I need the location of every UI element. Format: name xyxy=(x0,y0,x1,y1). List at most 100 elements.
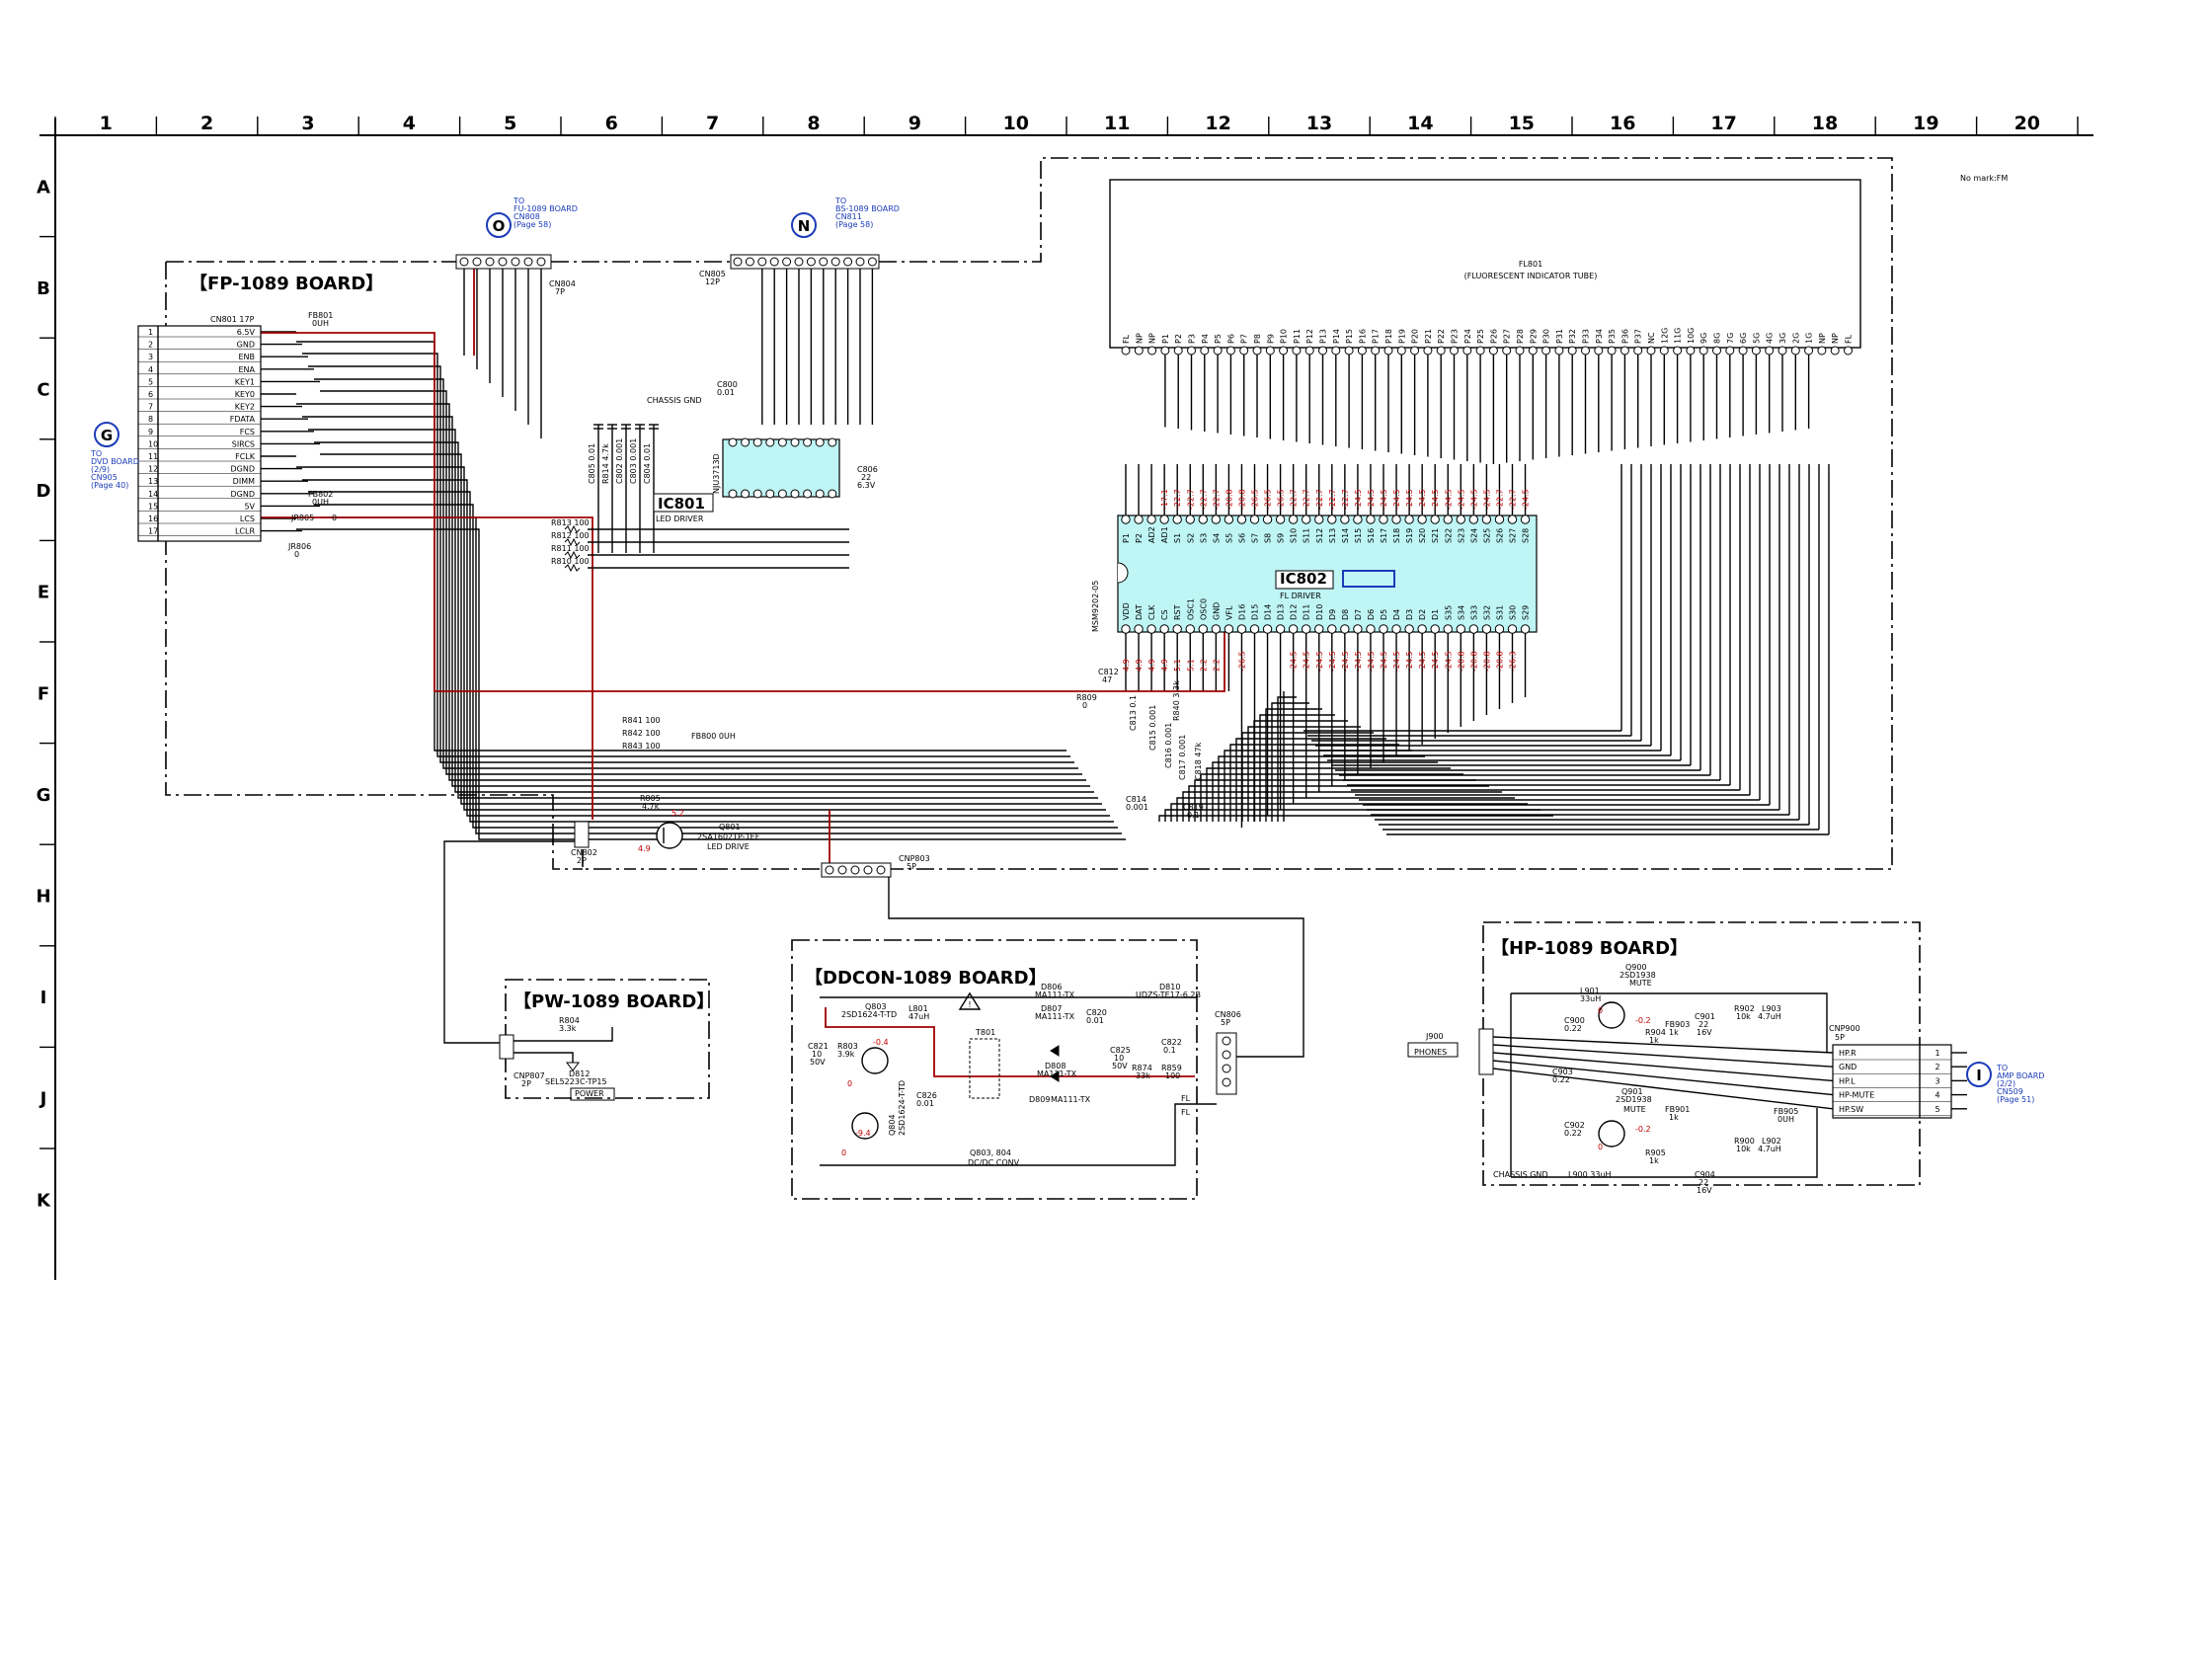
fl801-pin xyxy=(1134,346,1144,356)
fl801-pin xyxy=(1436,346,1446,356)
ic802-top-pin xyxy=(1249,515,1260,524)
ic802-top-voltage: -22.7 xyxy=(1173,489,1182,510)
fl801-pin-name: P9 xyxy=(1266,334,1275,344)
c820-label: C820 xyxy=(1086,1008,1107,1017)
ic802-top-voltage: -22.7 xyxy=(1290,489,1299,510)
ic801-chip xyxy=(722,438,840,498)
ic802-top-voltage: -24.5 xyxy=(1380,489,1388,510)
fl801-pin-name: NP xyxy=(1831,333,1840,344)
fl801-pin-name: P1 xyxy=(1161,334,1170,344)
fl801-pin-name: 6G xyxy=(1739,333,1748,344)
r859-value: 100 xyxy=(1165,1071,1180,1080)
ic802-top-voltage: -26.5 xyxy=(1277,489,1286,510)
ic802-bottom-pin xyxy=(1494,624,1505,634)
c822-value: 0.1 xyxy=(1163,1046,1176,1055)
d807-part: MA111-TX xyxy=(1035,1012,1075,1021)
grid-column-label: 2 xyxy=(200,113,213,134)
d812-part: SEL5223C-TP15 xyxy=(545,1077,607,1086)
cn805-pins: 12P xyxy=(705,277,720,286)
q801-transistor xyxy=(656,822,683,849)
ic802-top-voltage: -17.1 xyxy=(1160,489,1169,510)
ic802-top-voltage: -24.5 xyxy=(1354,489,1363,510)
fl801-pin-name: P21 xyxy=(1424,329,1433,344)
ic802-bottom-pin-name: RST xyxy=(1173,604,1182,620)
ic802-top-pin xyxy=(1146,515,1156,524)
c825-label: C825 xyxy=(1110,1046,1131,1055)
supply-trace xyxy=(261,332,1225,692)
ic802-top-voltage: -24.5 xyxy=(1444,489,1453,510)
c805-label: C805 0.01 xyxy=(588,443,596,484)
q803-804-label: Q803, 804 xyxy=(970,1148,1011,1157)
ic802-bottom-pin xyxy=(1275,624,1286,634)
ic801-pin xyxy=(741,489,750,499)
fl801-pin-name: P33 xyxy=(1582,329,1591,344)
cn900-in-wire xyxy=(1492,1060,1834,1096)
cn801-pin-signal: FCLK xyxy=(235,452,256,461)
q901-v1: 0 xyxy=(1598,1143,1603,1151)
dcconv-label: DC/DC CONV xyxy=(968,1158,1020,1167)
r900-label: R900 xyxy=(1734,1137,1755,1146)
ic802-top-pin xyxy=(1302,515,1311,524)
cn801-pin-signal: KEY1 xyxy=(235,377,255,386)
fl-return-wire xyxy=(1182,791,1502,822)
cn801-pin-signal: DGND xyxy=(230,490,255,499)
ic802-bottom-pin-name: D15 xyxy=(1251,604,1260,620)
ic802-top-voltage: -24.5 xyxy=(1469,489,1478,510)
i-connector-text: CN509 xyxy=(1997,1087,2023,1096)
ic801-pin xyxy=(815,489,825,499)
fl801-pin-name: P36 xyxy=(1620,329,1629,344)
l801-value: 47uH xyxy=(908,1012,929,1021)
ic802-top-pin-name: AD1 xyxy=(1160,526,1169,543)
hp-wire xyxy=(1511,992,1828,1053)
cn900-connector xyxy=(1832,1044,1952,1119)
fl801-pin-name: P19 xyxy=(1397,329,1406,344)
c822-label: C822 xyxy=(1161,1038,1182,1047)
g-connector-text: TO xyxy=(90,449,102,458)
fl801-pin xyxy=(1698,346,1708,356)
cn804-pin xyxy=(498,257,508,267)
t801-transformer xyxy=(969,1038,1000,1099)
cn806-pin xyxy=(1222,1064,1231,1073)
c821-volt: 50V xyxy=(810,1058,826,1067)
fl801-pin-name: NP xyxy=(1135,333,1144,344)
ic802-bottom-voltage: 4.9 xyxy=(1122,659,1131,672)
o-connector-text: CN808 xyxy=(514,212,540,221)
fl801-pin-name: 8G xyxy=(1713,333,1722,344)
ic802-desc: FL DRIVER xyxy=(1280,592,1321,600)
c821-value: 10 xyxy=(812,1050,822,1059)
fl801-pin xyxy=(1528,346,1538,356)
grid-column-label: 16 xyxy=(1610,113,1635,134)
ic802-top-pin-name: S2 xyxy=(1186,533,1195,543)
ic802-top-pin-name: S1 xyxy=(1173,533,1182,543)
ic802-bottom-pin-name: D14 xyxy=(1264,604,1273,620)
fl801-pin-name: P27 xyxy=(1503,329,1512,344)
ic802-bottom-voltage: -24.5 xyxy=(1354,651,1363,672)
d807-label: D807 xyxy=(1041,1004,1062,1013)
l902-label: L902 xyxy=(1762,1137,1781,1146)
fl801-pin-name: P26 xyxy=(1489,329,1498,344)
cn900-in-wire xyxy=(1492,1044,1834,1068)
c818-label: C818 47k xyxy=(1194,742,1203,780)
ic801-pin xyxy=(752,437,762,447)
fl801-pin xyxy=(1830,346,1840,356)
c806-label: C806 xyxy=(857,465,878,474)
supply-trace xyxy=(261,516,593,820)
ic802-bottom-pin-name: D10 xyxy=(1315,604,1324,620)
ic802-bottom-pin xyxy=(1417,624,1427,634)
c800-label: C800 xyxy=(717,380,738,389)
c803-label: C803 0.001 xyxy=(629,438,638,484)
r813-label: R813 100 xyxy=(551,518,590,527)
fl801-pin-name: 3G xyxy=(1778,333,1787,344)
ic802-bottom-pin-name: GND xyxy=(1212,602,1221,620)
fl801-pin xyxy=(1620,346,1629,356)
ic802-bottom-pin xyxy=(1185,624,1195,634)
fl801-pin xyxy=(1581,346,1590,356)
cn804-pin xyxy=(472,257,482,267)
ic801-pin xyxy=(803,489,813,499)
r804-value: 3.3k xyxy=(559,1024,577,1033)
fl801-pin xyxy=(1265,346,1275,356)
cn801-pin-number: 3 xyxy=(148,353,153,361)
resistor-813 xyxy=(564,524,581,534)
ic801-pin xyxy=(741,437,750,447)
fl801-pin xyxy=(1423,346,1433,356)
